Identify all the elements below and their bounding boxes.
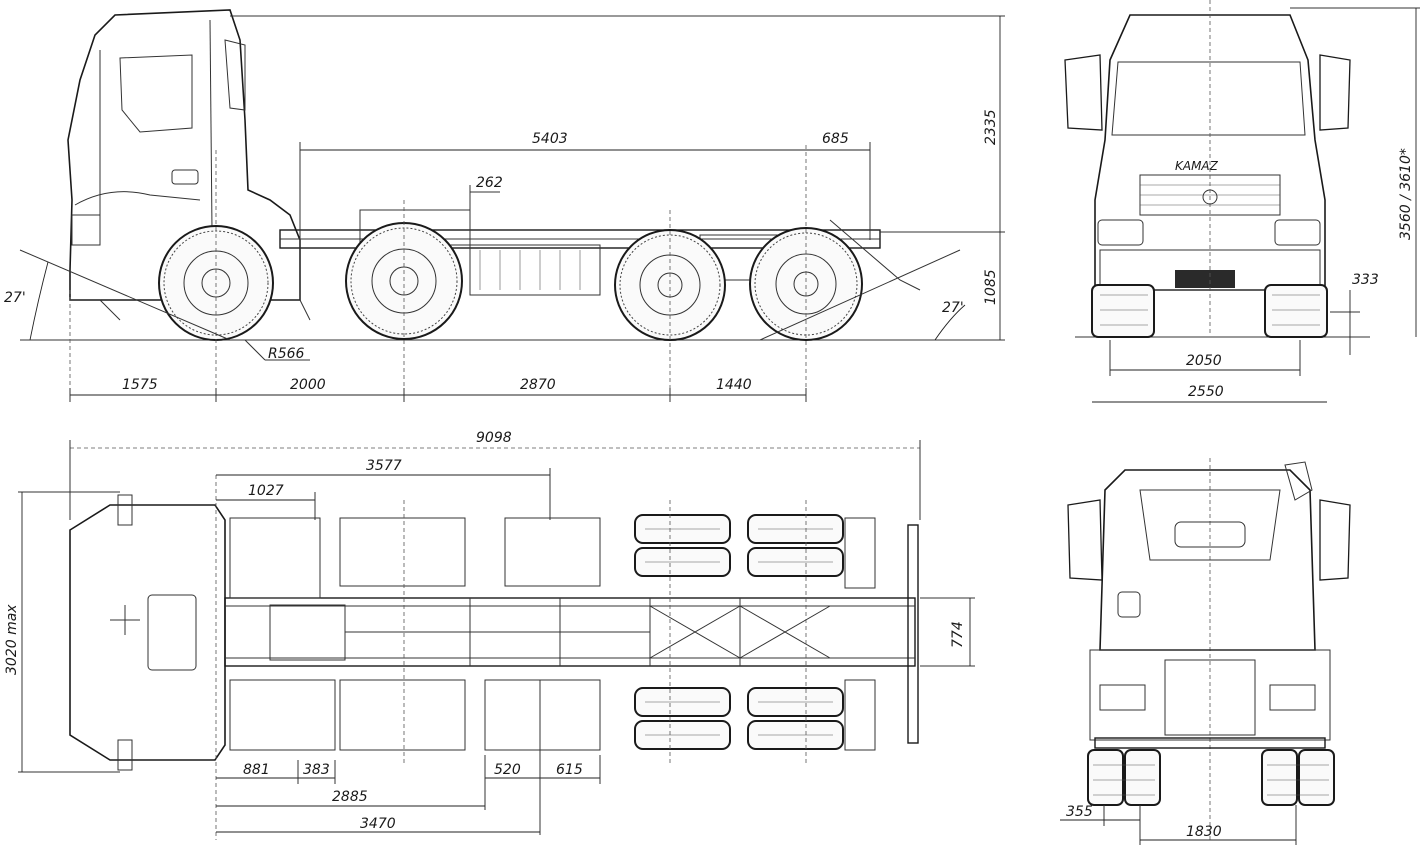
label-2000: 2000 [290, 377, 326, 393]
label-3470: 3470 [360, 816, 396, 832]
label-1575: 1575 [122, 377, 158, 393]
label-1830: 1830 [1186, 824, 1222, 840]
rear-view: 355 1830 [1060, 458, 1351, 845]
front-headlight-left [1097, 219, 1144, 246]
top-cab [69, 504, 226, 761]
label-2550: 2550 [1188, 384, 1224, 400]
label-1027: 1027 [248, 483, 284, 499]
top-tank-right [339, 679, 466, 751]
label-5403: 5403 [532, 131, 568, 147]
rear-tire-left-outer [1087, 749, 1124, 806]
side-radius-leader [244, 339, 266, 361]
rear-cab-panel [1139, 489, 1281, 561]
rear-bumper [1094, 737, 1326, 749]
side-cab-door-line [209, 19, 213, 231]
rear-lamp-right [1269, 684, 1316, 711]
top-x-brace-1 [649, 605, 741, 659]
front-tire-right [1264, 284, 1328, 338]
side-cab-window [119, 54, 193, 133]
rear-chassis [1089, 649, 1331, 741]
label-3577: 3577 [366, 458, 402, 474]
side-battery-box [359, 209, 471, 246]
side-view: 5403 2335 1085 262 685 27' 27' R566 1575… [4, 9, 1005, 402]
top-x-brace-2 [739, 605, 831, 659]
front-brand-logo: KAMAZ [1175, 159, 1219, 173]
label-615: 615 [556, 762, 583, 778]
rear-vent [1174, 521, 1246, 548]
label-2050: 2050 [1186, 353, 1222, 369]
side-departure-arc [934, 304, 966, 341]
label-355: 355 [1066, 804, 1093, 820]
label-3560: 3560 / 3610* [1398, 148, 1414, 240]
top-box-left [504, 517, 601, 587]
top-rear-box-left [844, 517, 876, 589]
side-fuel-tank [469, 244, 601, 296]
top-battery [229, 679, 336, 751]
label-approach-angle: 27' [4, 290, 26, 306]
top-wheels-right [634, 687, 844, 750]
label-1440: 1440 [716, 377, 752, 393]
top-rear-bumper [907, 524, 919, 744]
label-774: 774 [950, 621, 966, 648]
rear-mirror-right [1319, 499, 1351, 581]
top-engine [269, 604, 346, 661]
label-333: 333 [1352, 272, 1379, 288]
top-view: 9098 3577 1027 3020 max 774 881 383 2885… [4, 430, 975, 840]
top-mirror-left [117, 494, 133, 526]
top-wheels-left [634, 514, 844, 577]
rear-tire-left-inner [1124, 749, 1161, 806]
label-520: 520 [494, 762, 521, 778]
label-2870: 2870 [520, 377, 556, 393]
side-approach-arc [29, 261, 49, 341]
side-cab-handle [171, 169, 199, 185]
rear-light [1117, 591, 1141, 618]
top-box-right [484, 679, 601, 751]
rear-differential [1164, 659, 1256, 736]
label-685: 685 [822, 131, 849, 147]
front-view: KAMAZ 3560 / 3610* 333 2050 2550 [1064, 0, 1420, 403]
front-headlight-right [1274, 219, 1321, 246]
label-departure-angle: 27' [942, 300, 964, 316]
top-roof-hatch [147, 594, 197, 671]
label-2885: 2885 [332, 789, 368, 805]
top-frame [224, 597, 916, 667]
side-step [99, 299, 311, 321]
side-headlight [71, 214, 101, 246]
front-cab-body [1094, 14, 1326, 291]
top-mirror-right [117, 739, 133, 771]
rear-lamp-left [1099, 684, 1146, 711]
label-881: 881 [243, 762, 270, 778]
label-9098: 9098 [476, 430, 512, 446]
front-windshield [1111, 61, 1306, 136]
side-tow-arm [829, 219, 921, 291]
label-1085: 1085 [983, 269, 999, 305]
label-3020: 3020 max [4, 604, 20, 675]
top-rear-box-right [844, 679, 876, 751]
label-262: 262 [476, 175, 503, 191]
label-383: 383 [303, 762, 330, 778]
front-mirror-left [1064, 54, 1103, 131]
front-tire-left [1091, 284, 1155, 338]
top-air-filter [229, 517, 321, 599]
side-mirror [224, 39, 246, 111]
front-plate [1175, 270, 1235, 288]
side-wheel-4 [749, 227, 863, 341]
top-tank-left [339, 517, 466, 587]
label-2335: 2335 [983, 109, 999, 145]
rear-exhaust [1284, 461, 1313, 501]
side-cab-trim [74, 191, 201, 206]
front-mirror-right [1319, 54, 1351, 131]
rear-tire-right-inner [1261, 749, 1298, 806]
rear-tire-right-outer [1298, 749, 1335, 806]
label-radius: R566 [268, 346, 305, 362]
rear-mirror-left [1067, 499, 1103, 581]
